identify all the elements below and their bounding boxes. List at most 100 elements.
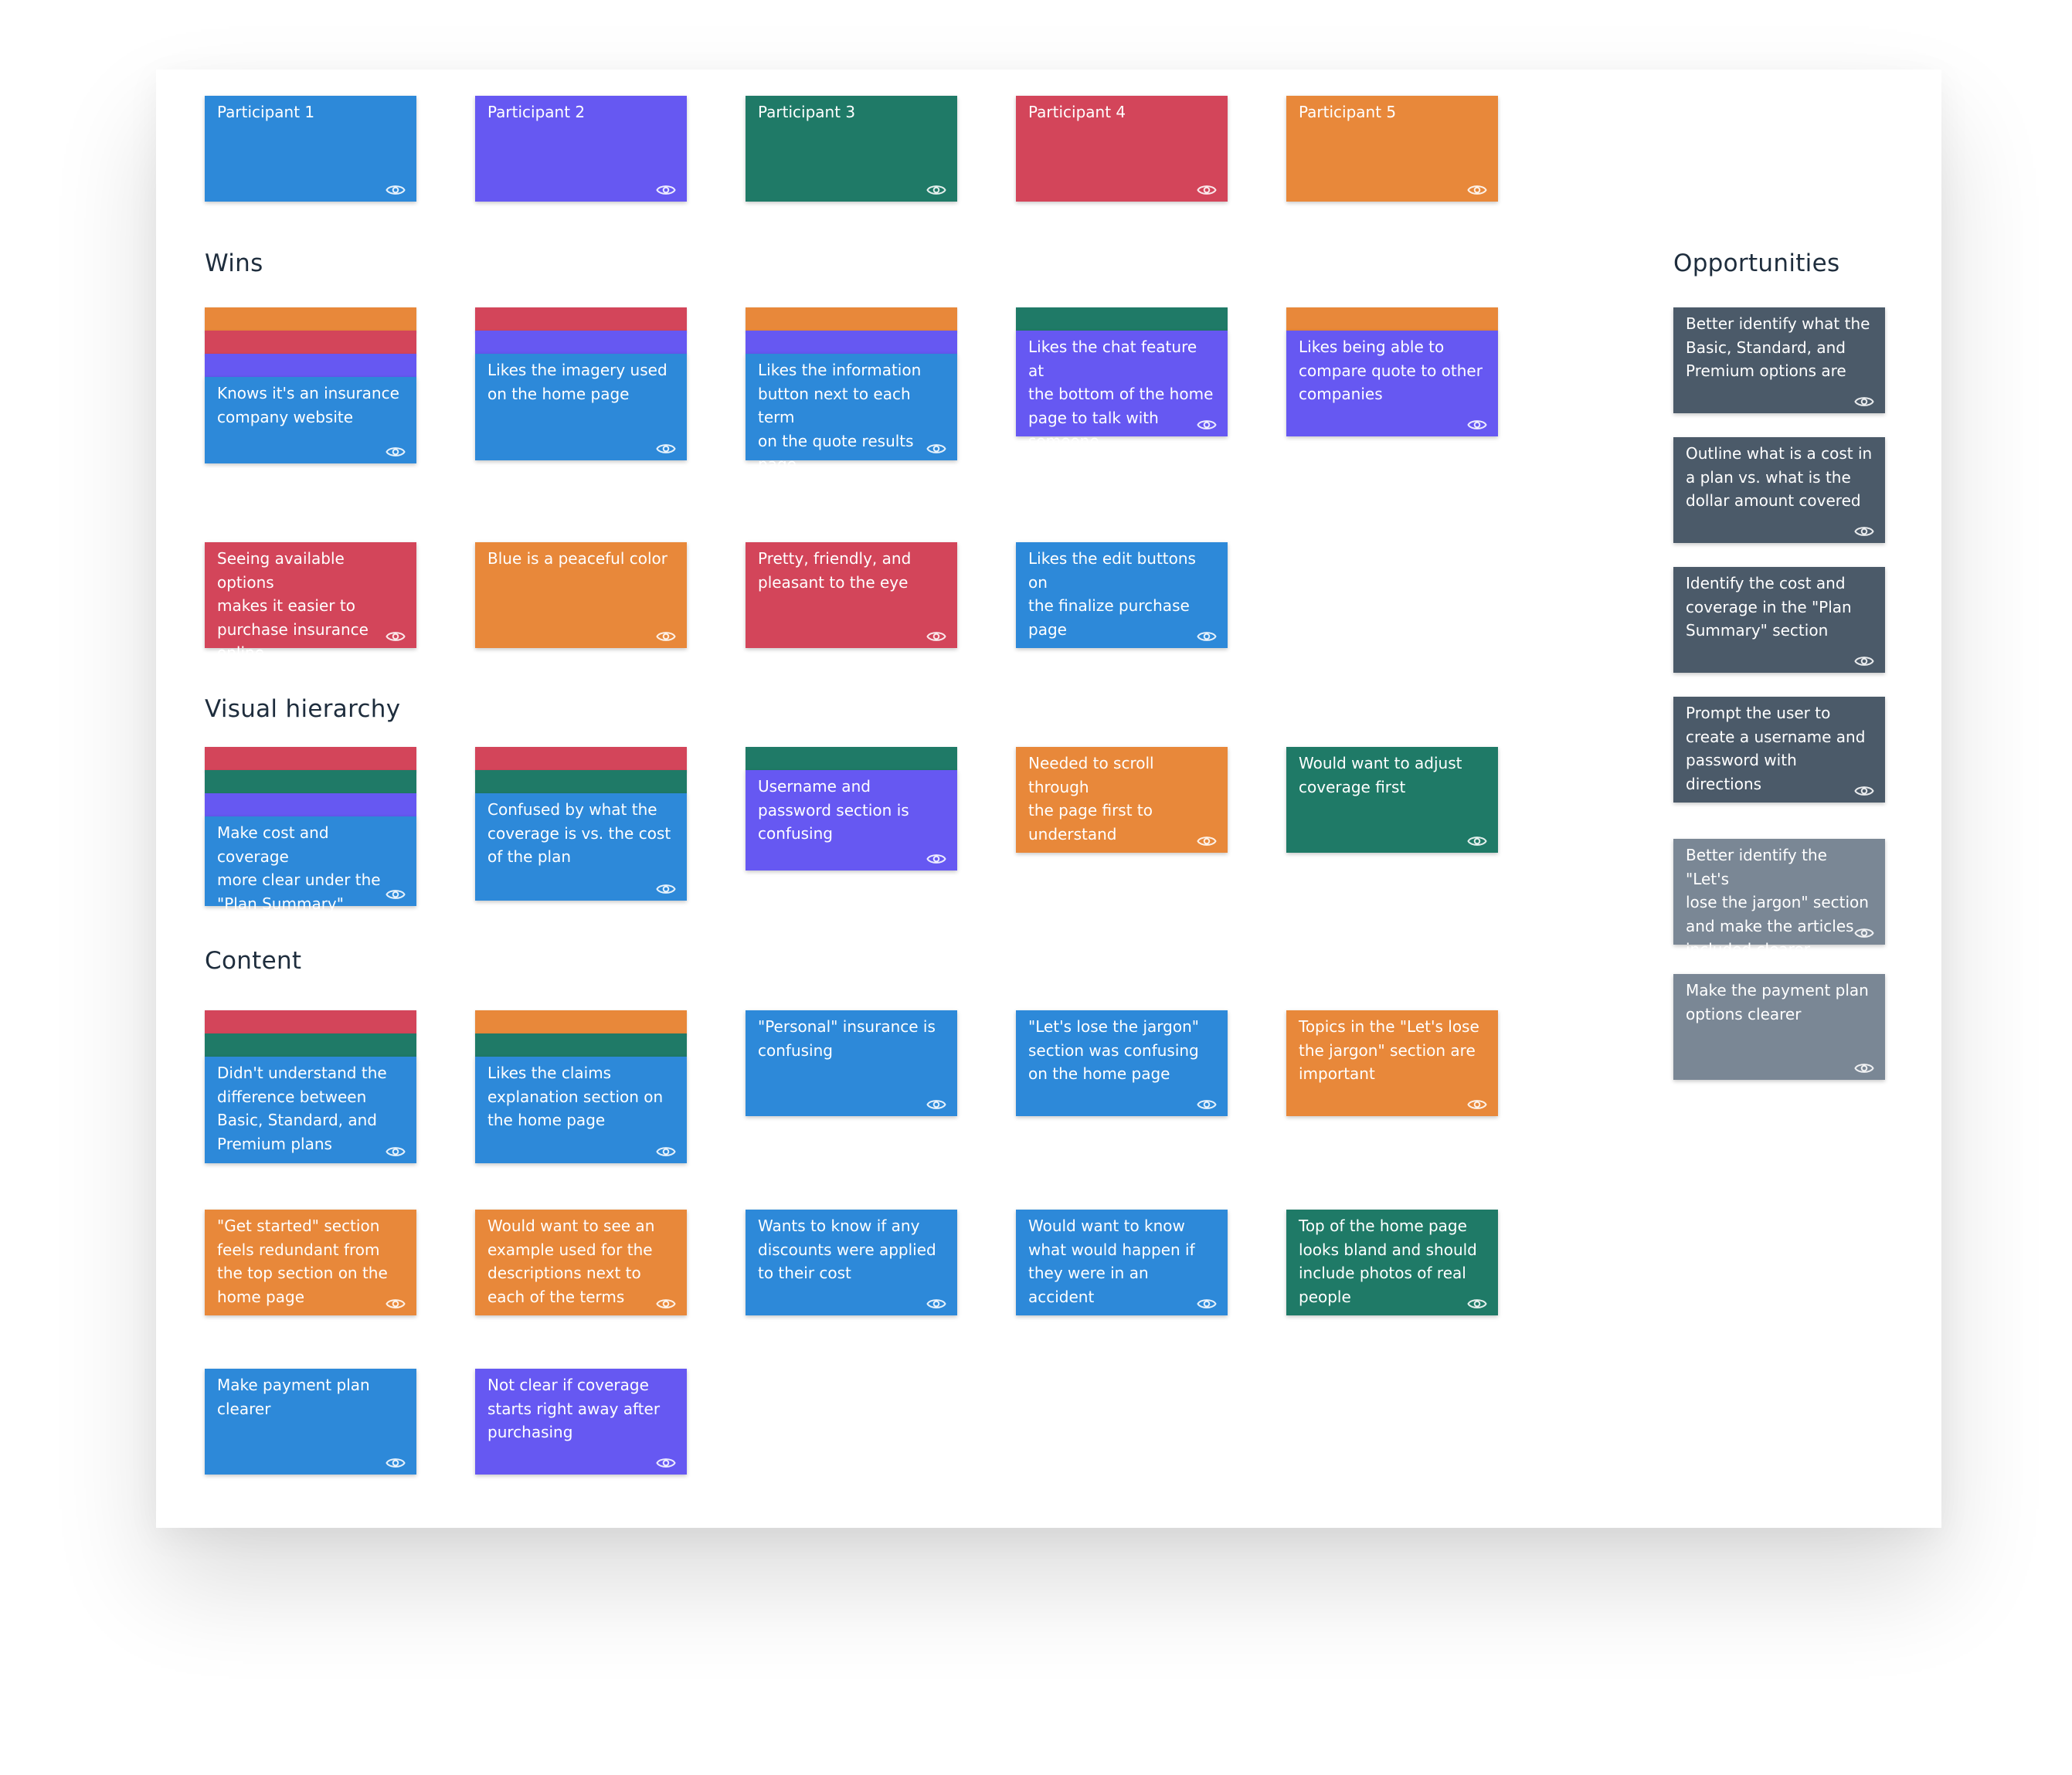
sticky-note[interactable]: Make the payment plan options clearer [1673, 974, 1885, 1080]
note-face[interactable]: Likes the information button next to eac… [746, 354, 957, 473]
sticky-note[interactable]: Likes the chat feature at the bottom of … [1016, 307, 1228, 450]
sticky-note[interactable]: Better identify the "Let's lose the jarg… [1673, 839, 1885, 959]
sticky-note[interactable]: Better identify what the Basic, Standard… [1673, 307, 1885, 413]
note-face[interactable]: Top of the home page looks bland and sho… [1286, 1210, 1498, 1315]
note-face[interactable]: "Personal" insurance is confusing [746, 1010, 957, 1116]
sticky-note[interactable]: Make payment plan clearer [205, 1369, 416, 1475]
note-face[interactable]: Confused by what the coverage is vs. the… [475, 793, 687, 901]
eye-icon[interactable] [926, 1294, 946, 1308]
note-face[interactable]: Pretty, friendly, and pleasant to the ey… [746, 542, 957, 648]
sticky-note[interactable]: Didn't understand the difference between… [205, 1010, 416, 1163]
note-face[interactable]: Likes the edit buttons on the finalize p… [1016, 542, 1228, 648]
eye-icon[interactable] [1197, 180, 1217, 195]
sticky-note[interactable]: "Personal" insurance is confusing [746, 1010, 957, 1116]
note-face[interactable]: Blue is a peaceful color [475, 542, 687, 648]
sticky-note[interactable]: Would want to see an example used for th… [475, 1210, 687, 1315]
note-face[interactable]: "Get started" section feels redundant fr… [205, 1210, 416, 1315]
note-face[interactable]: Wants to know if any discounts were appl… [746, 1210, 957, 1315]
sticky-note[interactable]: Likes being able to compare quote to oth… [1286, 307, 1498, 436]
note-face[interactable]: Prompt the user to create a username and… [1673, 697, 1885, 803]
note-face[interactable]: Needed to scroll through the page first … [1016, 747, 1228, 853]
sticky-note[interactable]: Likes the claims explanation section on … [475, 1010, 687, 1163]
eye-icon[interactable] [656, 1294, 676, 1308]
eye-icon[interactable] [386, 442, 406, 456]
eye-icon[interactable] [1467, 415, 1487, 429]
participant-card[interactable]: Participant 3 [746, 96, 957, 202]
eye-icon[interactable] [1854, 923, 1874, 938]
note-face[interactable]: Topics in the "Let's lose the jargon" se… [1286, 1010, 1498, 1116]
sticky-note[interactable]: "Get started" section feels redundant fr… [205, 1210, 416, 1315]
sticky-note[interactable]: Blue is a peaceful color [475, 542, 687, 648]
eye-icon[interactable] [1197, 1095, 1217, 1109]
participant-note[interactable]: Participant 4 [1016, 96, 1228, 202]
eye-icon[interactable] [926, 849, 946, 864]
sticky-note[interactable]: Wants to know if any discounts were appl… [746, 1210, 957, 1315]
eye-icon[interactable] [386, 626, 406, 641]
eye-icon[interactable] [1467, 831, 1487, 846]
note-face[interactable]: Likes being able to compare quote to oth… [1286, 331, 1498, 436]
eye-icon[interactable] [656, 439, 676, 453]
sticky-note[interactable]: Confused by what the coverage is vs. the… [475, 747, 687, 901]
note-face[interactable]: "Let's lose the jargon" section was conf… [1016, 1010, 1228, 1116]
sticky-note[interactable]: Seeing available options makes it easier… [205, 542, 416, 662]
note-face[interactable]: Likes the chat feature at the bottom of … [1016, 331, 1228, 450]
sticky-note[interactable]: Pretty, friendly, and pleasant to the ey… [746, 542, 957, 648]
eye-icon[interactable] [1197, 626, 1217, 641]
sticky-note[interactable]: Topics in the "Let's lose the jargon" se… [1286, 1010, 1498, 1116]
participant-note[interactable]: Participant 1 [205, 96, 416, 202]
sticky-note[interactable]: Would want to know what would happen if … [1016, 1210, 1228, 1315]
sticky-note[interactable]: Likes the information button next to eac… [746, 307, 957, 473]
sticky-note[interactable]: Identify the cost and coverage in the "P… [1673, 567, 1885, 673]
sticky-note[interactable]: Not clear if coverage starts right away … [475, 1369, 687, 1475]
eye-icon[interactable] [926, 1095, 946, 1109]
eye-icon[interactable] [1467, 1294, 1487, 1308]
participant-card[interactable]: Participant 2 [475, 96, 687, 202]
participant-note[interactable]: Participant 3 [746, 96, 957, 202]
eye-icon[interactable] [656, 626, 676, 641]
note-face[interactable]: Make the payment plan options clearer [1673, 974, 1885, 1080]
note-face[interactable]: Didn't understand the difference between… [205, 1057, 416, 1163]
note-face[interactable]: Knows it's an insurance company website [205, 377, 416, 463]
eye-icon[interactable] [1854, 521, 1874, 536]
note-face[interactable]: Better identify what the Basic, Standard… [1673, 307, 1885, 413]
participant-note[interactable]: Participant 5 [1286, 96, 1498, 202]
note-face[interactable]: Would want to see an example used for th… [475, 1210, 687, 1315]
sticky-note[interactable]: Make cost and coverage more clear under … [205, 747, 416, 936]
note-face[interactable]: Seeing available options makes it easier… [205, 542, 416, 662]
eye-icon[interactable] [656, 1142, 676, 1156]
note-face[interactable]: Make cost and coverage more clear under … [205, 816, 416, 936]
sticky-note[interactable]: Needed to scroll through the page first … [1016, 747, 1228, 853]
eye-icon[interactable] [386, 1453, 406, 1468]
note-face[interactable]: Make payment plan clearer [205, 1369, 416, 1475]
eye-icon[interactable] [386, 1294, 406, 1308]
note-face[interactable]: Would want to adjust coverage first [1286, 747, 1498, 853]
sticky-note[interactable]: "Let's lose the jargon" section was conf… [1016, 1010, 1228, 1116]
eye-icon[interactable] [926, 439, 946, 453]
eye-icon[interactable] [386, 180, 406, 195]
eye-icon[interactable] [926, 180, 946, 195]
eye-icon[interactable] [1854, 651, 1874, 666]
participant-card[interactable]: Participant 1 [205, 96, 416, 202]
eye-icon[interactable] [1197, 415, 1217, 429]
eye-icon[interactable] [1197, 831, 1217, 846]
eye-icon[interactable] [1467, 1095, 1487, 1109]
participant-note[interactable]: Participant 2 [475, 96, 687, 202]
sticky-note[interactable]: Likes the imagery used on the home page [475, 307, 687, 460]
eye-icon[interactable] [656, 180, 676, 195]
eye-icon[interactable] [656, 1453, 676, 1468]
note-face[interactable]: Likes the claims explanation section on … [475, 1057, 687, 1163]
eye-icon[interactable] [656, 879, 676, 894]
sticky-note[interactable]: Top of the home page looks bland and sho… [1286, 1210, 1498, 1315]
note-face[interactable]: Likes the imagery used on the home page [475, 354, 687, 460]
participant-card[interactable]: Participant 5 [1286, 96, 1498, 202]
sticky-note[interactable]: Likes the edit buttons on the finalize p… [1016, 542, 1228, 648]
eye-icon[interactable] [926, 626, 946, 641]
eye-icon[interactable] [386, 884, 406, 899]
participant-card[interactable]: Participant 4 [1016, 96, 1228, 202]
note-face[interactable]: Would want to know what would happen if … [1016, 1210, 1228, 1315]
sticky-note[interactable]: Outline what is a cost in a plan vs. wha… [1673, 437, 1885, 543]
note-face[interactable]: Identify the cost and coverage in the "P… [1673, 567, 1885, 673]
eye-icon[interactable] [386, 1142, 406, 1156]
note-face[interactable]: Username and password section is confusi… [746, 770, 957, 871]
eye-icon[interactable] [1854, 781, 1874, 796]
